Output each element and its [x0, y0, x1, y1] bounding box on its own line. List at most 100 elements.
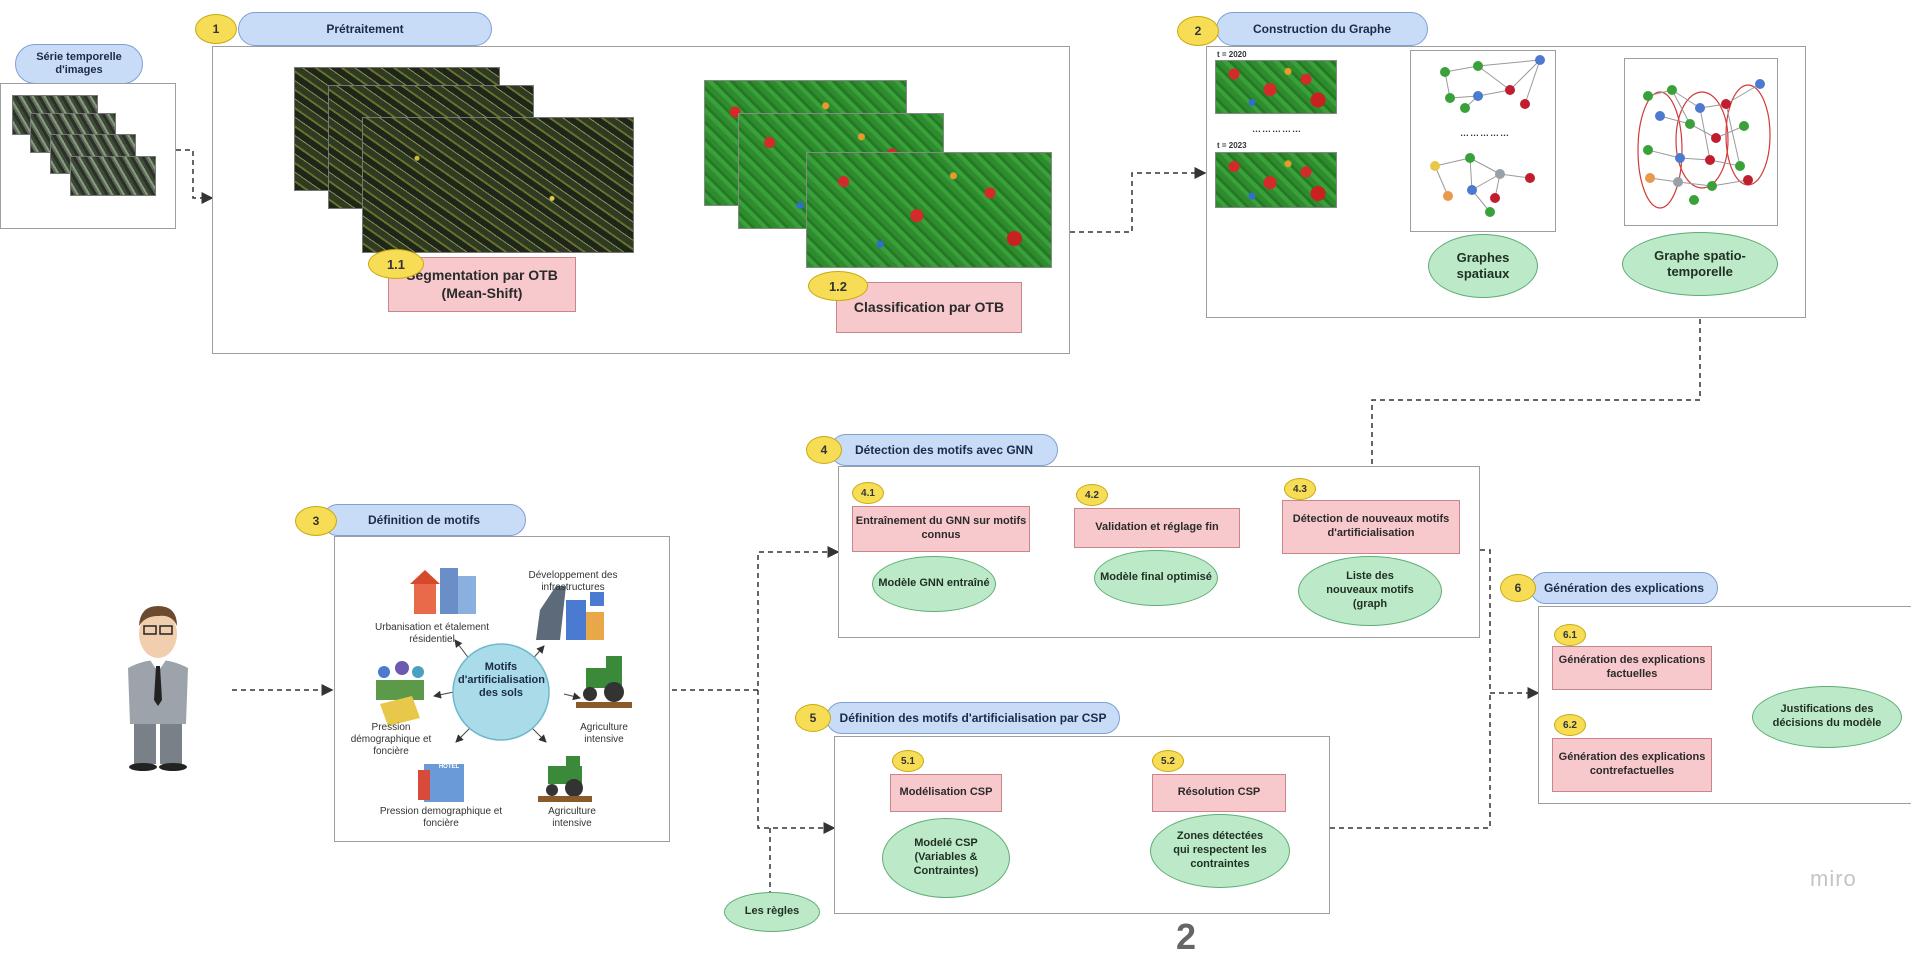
urbanisation-icon [410, 568, 476, 614]
stage1-number: 1 [212, 22, 220, 36]
spatiotemporal-graph-ellipse: Graphe spatio-temporelle [1622, 232, 1778, 296]
step-4-3-output: Liste des nouveaux motifs (graph [1298, 556, 1442, 626]
stage6-number: 6 [1514, 581, 1522, 595]
arrow-graph-to-detection [1366, 310, 1701, 497]
stage6-title-text: Génération des explications [1543, 580, 1705, 595]
spatial-graphs-ellipse: Graphes spatiaux [1428, 234, 1538, 298]
step-5-2-output: Zones détectées qui respectent les contr… [1150, 814, 1290, 888]
motifs-center-label: Motifs d'artificialisation des sols [458, 661, 545, 700]
stage5-title: Définition des motifs d'artificialisatio… [826, 702, 1120, 734]
step-4-1-number: 4.1 [861, 487, 875, 499]
stage5-number-badge: 5 [795, 704, 831, 732]
step-4-1-output: Modèle GNN entraîné [872, 556, 996, 612]
stage4-number-badge: 4 [806, 436, 842, 464]
miro-watermark: miro [1810, 866, 1857, 891]
motif-pression-1: Pression démographique et foncière [350, 722, 432, 757]
input-title: Série temporelle d'images [15, 44, 143, 84]
hotel-sign: HOTEL [438, 764, 460, 770]
motif-infrastructure: Développement des infrastructures [528, 570, 618, 593]
step-6-2-label: Génération des explications contrefactue… [1558, 751, 1706, 777]
step-4-3-output-text: Liste des nouveaux motifs (graph [1326, 570, 1414, 610]
step-4-2-label: Validation et réglage fin [1095, 521, 1219, 534]
arrow-preprocess-to-graph [1070, 167, 1207, 233]
step-6-1-label: Génération des explications factuelles [1558, 654, 1706, 680]
sub1-1-badge: 1.1 [368, 249, 424, 279]
step-6-2-number: 6.2 [1563, 719, 1577, 731]
step-4-2-badge: 4.2 [1076, 484, 1108, 506]
graph-input-image-top [1215, 60, 1337, 114]
spatiotemporal-graph-label: Graphe spatio-temporelle [1654, 247, 1746, 279]
stage4-number: 4 [820, 443, 828, 457]
stage4-title-text: Détection des motifs avec GNN [854, 442, 1034, 457]
stage3-title-text: Définition de motifs [368, 512, 480, 527]
classification-label: Classification par OTB [853, 298, 1005, 315]
stage3-number-badge: 3 [295, 506, 337, 536]
step-5-2-badge: 5.2 [1152, 750, 1184, 772]
classification-image-3 [806, 152, 1052, 268]
motif-urbanisation: Urbanisation et étalement résidentiel [375, 622, 489, 645]
step-4-2-output-text: Modèle final optimisé [1100, 571, 1212, 584]
step-5-2-output-text: Zones détectées qui respectent les contr… [1173, 830, 1267, 870]
time-ellipsis: …………… [1252, 124, 1302, 134]
infrastructure-icon [536, 586, 604, 640]
segmentation-label: Segmentation par OTB (Mean-Shift) [406, 267, 558, 301]
stage6-number-badge: 6 [1500, 574, 1536, 602]
arrow-motifs-branch-csp [757, 690, 836, 834]
step-6-2-badge: 6.2 [1554, 714, 1586, 736]
sub1-2-badge: 1.2 [808, 271, 868, 301]
step-4-2-box: Validation et réglage fin [1074, 508, 1240, 548]
step-5-1-box: Modélisation CSP [890, 774, 1002, 812]
step-5-2-box: Résolution CSP [1152, 774, 1286, 812]
step-4-3-box: Détection de nouveaux motifs d'artificia… [1282, 500, 1460, 554]
arrow-input-to-preprocess [176, 149, 214, 204]
graph-input-image-bottom [1215, 152, 1337, 208]
tractor-icon-2 [538, 756, 592, 802]
graph-ellipsis: …………… [1460, 128, 1510, 138]
stage3-title: Définition de motifs [322, 504, 526, 536]
arrow-motifs-branch [672, 546, 840, 691]
step-5-1-output-text: Modelé CSP (Variables & Contraintes) [913, 837, 979, 877]
stage3-number: 3 [312, 514, 320, 528]
step-4-2-number: 4.2 [1085, 489, 1099, 501]
spatial-graphs-label: Graphes spatiaux [1456, 249, 1510, 281]
step-6-2-box: Génération des explications contrefactue… [1552, 738, 1712, 792]
stage2-number-badge: 2 [1177, 16, 1219, 46]
hotel-icon [418, 764, 464, 802]
justifications-label: Justifications des décisions du modèle [1772, 703, 1882, 729]
classification-box: Classification par OTB [836, 282, 1022, 333]
step-4-3-badge: 4.3 [1284, 478, 1316, 500]
page-number: 2 [1176, 916, 1197, 957]
motif-agriculture-2: Agriculture intensive [548, 806, 596, 829]
step-6-1-badge: 6.1 [1554, 624, 1586, 646]
sub1-1-number: 1.1 [386, 256, 406, 272]
stage2-title: Construction du Graphe [1216, 12, 1428, 46]
stage2-title-text: Construction du Graphe [1253, 21, 1391, 36]
sub1-2-number: 1.2 [828, 278, 848, 294]
justifications-ellipse: Justifications des décisions du modèle [1752, 686, 1902, 748]
pression-icon [376, 661, 424, 726]
spatial-graphs-frame [1410, 50, 1556, 232]
step-5-1-label: Modélisation CSP [899, 786, 993, 799]
step-5-1-badge: 5.1 [892, 750, 924, 772]
stage4-title: Détection des motifs avec GNN [830, 434, 1058, 466]
t-end-label: t = 2023 [1217, 141, 1247, 150]
stage1-title: Prétraitement [238, 12, 492, 46]
step-4-3-number: 4.3 [1293, 483, 1307, 495]
segmentation-box: Segmentation par OTB (Mean-Shift) [388, 257, 576, 312]
step-4-1-output-text: Modèle GNN entraîné [878, 577, 990, 590]
step-6-1-number: 6.1 [1563, 629, 1577, 641]
step-6-1-box: Génération des explications factuelles [1552, 646, 1712, 690]
step-5-2-label: Résolution CSP [1177, 786, 1261, 799]
step-4-1-box: Entraînement du GNN sur motifs connus [852, 506, 1030, 552]
stage1-title-text: Prétraitement [326, 21, 404, 36]
t-start-label: t = 2020 [1217, 50, 1247, 59]
stage2-number: 2 [1194, 24, 1202, 38]
step-4-1-badge: 4.1 [852, 482, 884, 504]
motif-pression-2: Pression demographique et foncière [379, 806, 503, 829]
stage1-number-badge: 1 [195, 14, 237, 44]
step-4-2-output: Modèle final optimisé [1094, 550, 1218, 606]
input-image-4 [70, 156, 156, 196]
